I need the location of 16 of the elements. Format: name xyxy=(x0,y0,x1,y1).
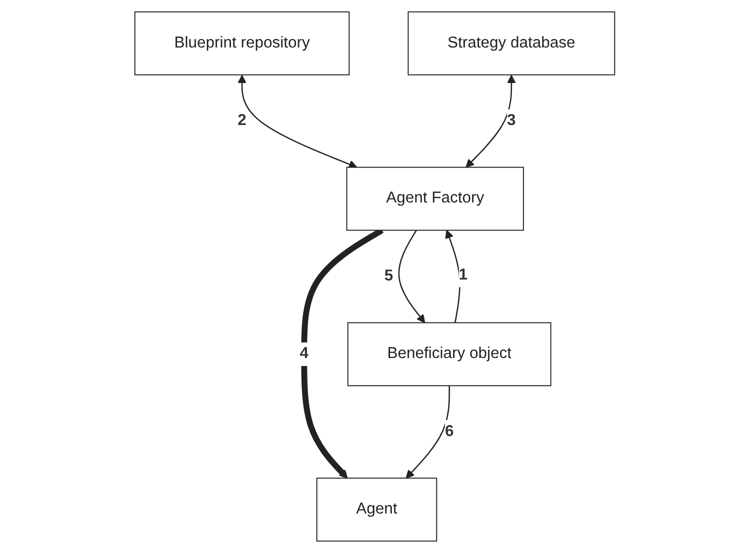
edge-label: 1 xyxy=(459,266,468,284)
edge-label: 4 xyxy=(300,345,309,362)
node-box: Agent xyxy=(316,478,438,542)
arrow xyxy=(445,230,461,323)
node-box: Beneficiary object xyxy=(348,322,552,386)
edge-label: 2 xyxy=(238,112,247,129)
node-box: Blueprint repository xyxy=(134,11,350,76)
edge-label: 3 xyxy=(507,112,516,129)
edge-label: 6 xyxy=(445,423,454,440)
arrow xyxy=(398,230,426,324)
edge-label: 5 xyxy=(384,268,394,284)
arrow xyxy=(238,74,358,168)
node-box: Agent Factory xyxy=(346,166,524,231)
arrow xyxy=(406,386,450,479)
node-box: Strategy database xyxy=(408,11,616,76)
arrow xyxy=(466,74,516,168)
